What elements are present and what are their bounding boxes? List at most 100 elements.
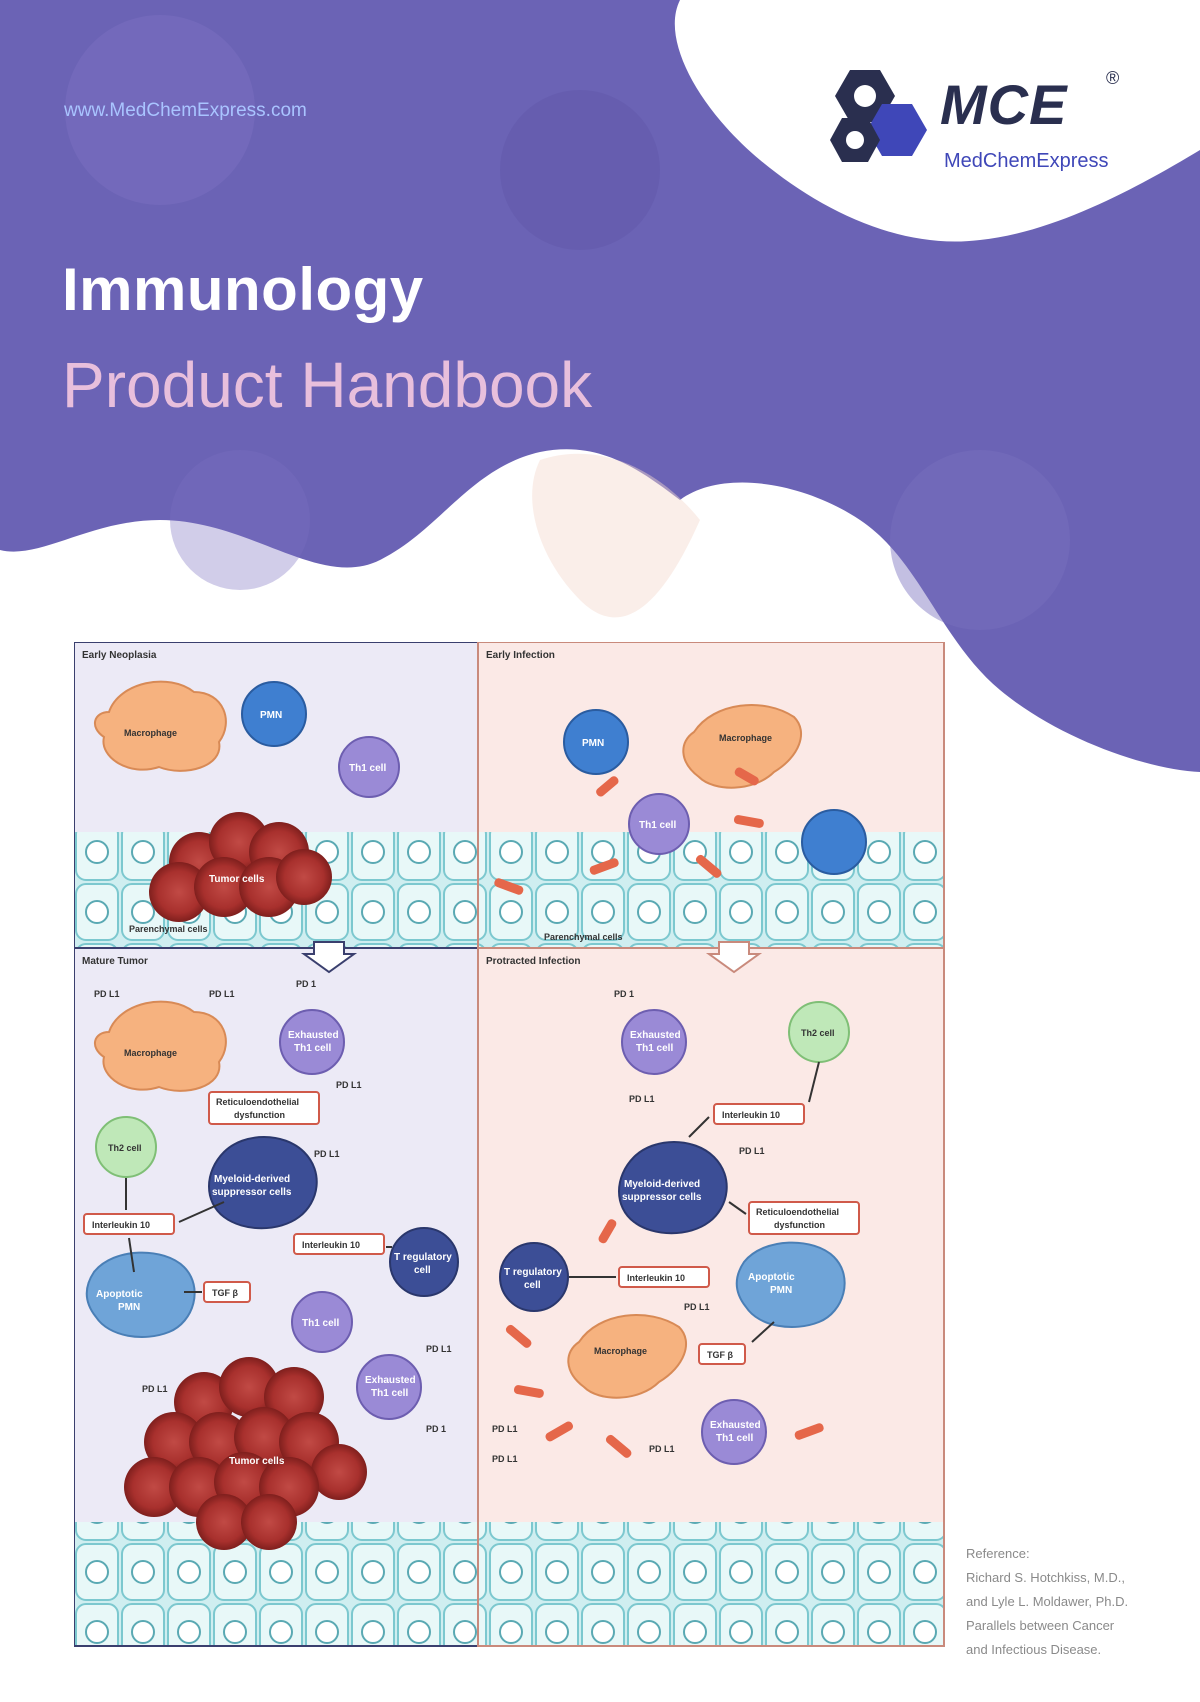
t-regulatory-cell: T regulatory cell [499, 1242, 569, 1312]
svg-text:TGF β: TGF β [212, 1288, 238, 1298]
tumor-cells: Tumor cells [149, 812, 332, 922]
macrophage-cell: Macrophage [94, 680, 227, 772]
pdl1-label: PD L1 [209, 989, 235, 999]
svg-text:Exhausted: Exhausted [288, 1030, 339, 1041]
th1-cell: Th1 cell [628, 793, 690, 855]
mdsc-cell: Myeloid-derived suppressor cells [208, 1136, 318, 1230]
svg-text:dysfunction: dysfunction [774, 1220, 825, 1230]
reference-line: and Infectious Disease. [966, 1642, 1102, 1657]
svg-text:Reticuloendothelial: Reticuloendothelial [216, 1097, 299, 1107]
th2-cell: Th2 cell [788, 1001, 850, 1063]
svg-text:Myeloid-derived: Myeloid-derived [624, 1179, 700, 1190]
mce-logo: MCE ® MedChemExpress [820, 64, 1140, 184]
tissue-protracted-infection [479, 1522, 943, 1645]
svg-text:T regulatory: T regulatory [504, 1267, 562, 1278]
transition-arrow-left [300, 941, 358, 974]
pd1-label: PD 1 [426, 1424, 446, 1434]
blue-immune-cell [801, 809, 867, 875]
exhausted-th1-cell: Exhausted Th1 cell [621, 1009, 687, 1075]
svg-text:Interleukin 10: Interleukin 10 [627, 1273, 685, 1283]
pdl1-label: PD L1 [314, 1149, 340, 1159]
mdsc-cell: Myeloid-derived suppressor cells [618, 1141, 728, 1235]
svg-text:Tumor cells: Tumor cells [209, 874, 265, 885]
page-subtitle: Product Handbook [62, 349, 593, 421]
svg-text:Interleukin 10: Interleukin 10 [92, 1220, 150, 1230]
reference-line: Richard S. Hotchkiss, M.D., [966, 1570, 1125, 1585]
svg-text:dysfunction: dysfunction [234, 1110, 285, 1120]
mce-logo-icon [830, 70, 927, 162]
panel-title-early-neoplasia: Early Neoplasia [82, 650, 157, 661]
registered-mark: ® [1106, 68, 1120, 88]
panel-title-mature-tumor: Mature Tumor [82, 956, 148, 967]
reference-block: Reference: Richard S. Hotchkiss, M.D., a… [966, 1542, 1128, 1662]
th1-cell: Th1 cell [338, 736, 400, 798]
pdl1-label: PD L1 [336, 1080, 362, 1090]
svg-text:Th2 cell: Th2 cell [801, 1028, 835, 1038]
interleukin-10-box: Interleukin 10 [713, 1103, 805, 1125]
parenchymal-label-1: Parenchymal cells [129, 924, 208, 934]
svg-text:suppressor cells: suppressor cells [212, 1187, 292, 1198]
svg-text:Myeloid-derived: Myeloid-derived [214, 1174, 290, 1185]
svg-text:PMN: PMN [260, 710, 282, 721]
reference-line: and Lyle L. Moldawer, Ph.D. [966, 1594, 1129, 1609]
page-title: Immunology [62, 256, 424, 323]
svg-text:suppressor cells: suppressor cells [622, 1192, 702, 1203]
svg-text:Th1 cell: Th1 cell [716, 1433, 753, 1444]
svg-text:Macrophage: Macrophage [124, 728, 177, 738]
pmn-cell: PMN [563, 709, 629, 775]
t-regulatory-cell: T regulatory cell [389, 1227, 459, 1297]
interleukin-10-box: Interleukin 10 [618, 1266, 710, 1288]
pdl1-label: PD L1 [142, 1384, 168, 1394]
svg-text:Th1 cell: Th1 cell [639, 820, 676, 831]
svg-text:Apoptotic: Apoptotic [96, 1289, 143, 1300]
pd1-label: PD 1 [296, 979, 316, 989]
svg-text:cell: cell [524, 1280, 541, 1291]
svg-text:PMN: PMN [770, 1285, 792, 1296]
immunology-figure: Early Neoplasia Early Infection Mature T… [74, 642, 945, 1647]
exhausted-th1-cell: Exhausted Th1 cell [701, 1399, 767, 1465]
svg-text:cell: cell [414, 1265, 431, 1276]
svg-text:Exhausted: Exhausted [630, 1030, 681, 1041]
svg-text:Interleukin 10: Interleukin 10 [722, 1110, 780, 1120]
svg-text:PMN: PMN [582, 738, 604, 749]
pathway-arrows [125, 1061, 820, 1343]
bacteria [494, 767, 764, 895]
macrophage-cell: Macrophage [682, 704, 803, 789]
pdl1-label: PD L1 [649, 1444, 675, 1454]
th2-cell: Th2 cell [95, 1116, 157, 1178]
svg-text:Tumor cells: Tumor cells [229, 1456, 285, 1467]
pdl1-label: PD L1 [492, 1424, 518, 1434]
pmn-cell: PMN [241, 681, 307, 747]
tgf-beta-box: TGF β [203, 1281, 251, 1303]
svg-text:Macrophage: Macrophage [124, 1048, 177, 1058]
reticuloendothelial-dysfunction-box: Reticuloendothelial dysfunction [208, 1091, 320, 1125]
website-url[interactable]: www.MedChemExpress.com [64, 100, 307, 121]
tumor-cells: Tumor cells [124, 1357, 367, 1550]
svg-text:Th2 cell: Th2 cell [108, 1143, 142, 1153]
svg-text:TGF β: TGF β [707, 1350, 733, 1360]
svg-text:Th1 cell: Th1 cell [349, 763, 386, 774]
interleukin-10-box: Interleukin 10 [83, 1213, 175, 1235]
macrophage-cell: Macrophage [94, 1000, 227, 1092]
transition-arrow-right [705, 941, 763, 974]
macrophage-cell: Macrophage [567, 1314, 688, 1399]
bacteria [505, 1219, 824, 1458]
svg-text:Apoptotic: Apoptotic [748, 1272, 795, 1283]
logo-wordmark: MCE [940, 73, 1068, 136]
svg-text:Th1 cell: Th1 cell [294, 1043, 331, 1054]
logo-subtitle: MedChemExpress [944, 150, 1109, 172]
svg-text:Exhausted: Exhausted [365, 1375, 416, 1386]
pd1-label: PD 1 [614, 989, 634, 999]
reference-line: Reference: [966, 1546, 1030, 1561]
svg-text:Th1 cell: Th1 cell [302, 1318, 339, 1329]
parenchymal-label-2: Parenchymal cells [544, 932, 623, 942]
pdl1-label: PD L1 [426, 1344, 452, 1354]
th1-cell: Th1 cell [291, 1291, 353, 1353]
interleukin-10-box: Interleukin 10 [293, 1233, 385, 1255]
pdl1-label: PD L1 [739, 1146, 765, 1156]
apoptotic-pmn-cell: Apoptotic PMN [735, 1241, 846, 1328]
svg-text:T regulatory: T regulatory [394, 1252, 452, 1263]
tissue-early-infection [479, 832, 943, 947]
svg-text:Exhausted: Exhausted [710, 1420, 761, 1431]
